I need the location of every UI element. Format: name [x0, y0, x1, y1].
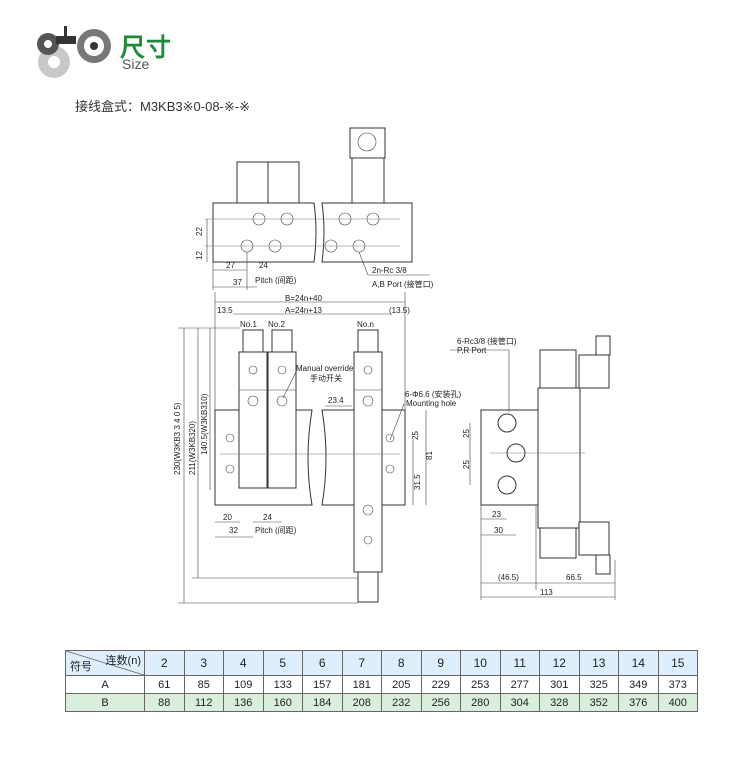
- column-header: 13: [578, 650, 619, 676]
- table-cell: 208: [341, 693, 382, 712]
- table-cell: 352: [578, 693, 619, 712]
- table-cell: 157: [302, 675, 343, 694]
- page-subtitle: Size: [122, 56, 150, 72]
- dim-25-lower: 25: [462, 460, 471, 469]
- corner-symbol-label: 符号: [70, 661, 92, 673]
- page-title: 尺寸: [120, 34, 173, 62]
- table-cell: 280: [460, 693, 501, 712]
- dim-140-5: 140.5(W3KB310): [200, 393, 209, 455]
- table-cell: 400: [657, 693, 698, 712]
- row-label: A: [65, 675, 145, 694]
- table-cell: 325: [578, 675, 619, 694]
- mounting-hole-cn: 6-Φ6.6 (安装孔): [405, 389, 462, 399]
- dim-23-4: 23.4: [328, 396, 344, 405]
- dim-211: 211(W3KB320): [188, 421, 197, 475]
- table-cell: 328: [539, 693, 580, 712]
- column-header: 5: [262, 650, 303, 676]
- table-cell: 181: [341, 675, 382, 694]
- table-cell: 232: [381, 693, 422, 712]
- valve-no1-label: No.1: [240, 320, 257, 329]
- pitch-label: Pitch (间距): [255, 276, 297, 285]
- table-cell: 160: [262, 693, 303, 712]
- table-cell: 256: [420, 693, 461, 712]
- dim-27: 27: [226, 261, 235, 270]
- table-cell: 376: [618, 693, 659, 712]
- valve-non-label: No.n: [357, 320, 374, 329]
- column-header: 7: [341, 650, 382, 676]
- corner-count-label: 连数(n): [105, 655, 141, 667]
- column-header: 3: [183, 650, 224, 676]
- table-corner: 连数(n) 符号: [65, 650, 145, 676]
- table-cell: 133: [262, 675, 303, 694]
- dim-20: 20: [223, 513, 232, 522]
- dim-25: 25: [411, 431, 420, 440]
- dim-66-5: 66.5: [566, 573, 582, 582]
- column-header: 14: [618, 650, 659, 676]
- dim-24-pitch: 24: [263, 513, 272, 522]
- dim-30: 30: [494, 526, 503, 535]
- dimension-drawing: 22 12 27 24 37 Pitch (间距) 2n-Rc 3/8 A,B …: [173, 127, 616, 604]
- dim-13-5-left: 13.5: [217, 306, 233, 315]
- top-view: 22 12 27 24 37 Pitch (间距) 2n-Rc 3/8 A,B …: [195, 127, 434, 290]
- mounting-hole-label: Mounting hole: [406, 399, 457, 408]
- side-view: 6-Rc3/8 (接管口) P,R Port 25 25 23 30 (46.5…: [450, 335, 616, 600]
- table-cell: 85: [183, 675, 224, 694]
- column-header: 4: [223, 650, 264, 676]
- dim-13-5-right: (13.5): [389, 306, 410, 315]
- pr-port-label: 6-Rc3/8 (接管口): [457, 336, 517, 346]
- gear-logo-icon: [37, 26, 111, 78]
- column-header: 12: [539, 650, 580, 676]
- dim-25-upper: 25: [462, 429, 471, 438]
- column-header: 10: [460, 650, 501, 676]
- dim-230: 230(W3KB3 3 4 0 5): [173, 402, 182, 475]
- dim-31-5: 31.5: [413, 474, 422, 490]
- dim-32: 32: [229, 526, 238, 535]
- dim-12: 12: [195, 251, 204, 260]
- manual-override-label: Manual override: [296, 364, 354, 373]
- column-header: 6: [302, 650, 343, 676]
- table-cell: 109: [223, 675, 264, 694]
- pr-port-desc: P,R Port: [457, 346, 487, 355]
- dim-37: 37: [233, 278, 242, 287]
- table-cell: 205: [381, 675, 422, 694]
- table-cell: 301: [539, 675, 580, 694]
- dim-b: B=24n+40: [285, 294, 322, 303]
- column-header: 2: [144, 650, 185, 676]
- front-view: B=24n+40 A=24n+13 13.5 (13.5) No.1 No.2 …: [173, 292, 462, 604]
- row-label: B: [65, 693, 145, 712]
- column-header: 11: [499, 650, 540, 676]
- table-cell: 349: [618, 675, 659, 694]
- table-cell: 136: [223, 693, 264, 712]
- table-cell: 277: [499, 675, 540, 694]
- dim-a: A=24n+13: [285, 306, 322, 315]
- table-cell: 229: [420, 675, 461, 694]
- column-header: 9: [420, 650, 461, 676]
- dim-113: 113: [540, 588, 553, 597]
- table-cell: 184: [302, 693, 343, 712]
- table-cell: 112: [183, 693, 224, 712]
- pitch-label: Pitch (间距): [255, 526, 297, 535]
- dim-81: 81: [425, 451, 434, 460]
- column-header: 8: [381, 650, 422, 676]
- dim-23: 23: [492, 510, 501, 519]
- column-header: 15: [657, 650, 698, 676]
- valve-no2-label: No.2: [268, 320, 285, 329]
- table-cell: 304: [499, 693, 540, 712]
- table-cell: 253: [460, 675, 501, 694]
- table-cell: 61: [144, 675, 185, 694]
- dim-22: 22: [195, 227, 204, 236]
- manual-override-cn: 手动开关: [310, 373, 342, 383]
- port-desc: A,B Port (接管口): [372, 279, 434, 289]
- table-cell: 373: [657, 675, 698, 694]
- dim-46-5: (46.5): [498, 573, 519, 582]
- table-cell: 88: [144, 693, 185, 712]
- model-code: 接线盒式：M3KB3※0-08-※-※: [75, 99, 250, 114]
- port-label: 2n-Rc 3/8: [372, 266, 407, 275]
- dim-24: 24: [259, 261, 268, 270]
